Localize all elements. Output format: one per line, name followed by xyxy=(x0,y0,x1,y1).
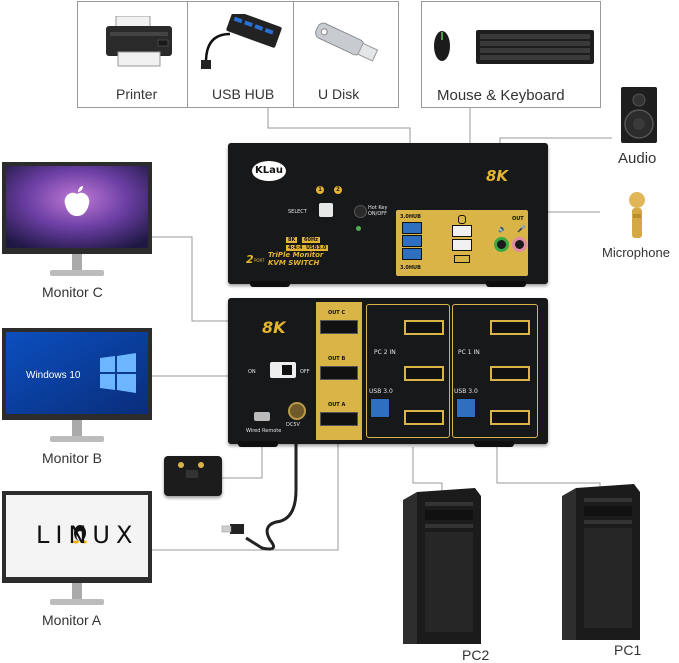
monitor-a-label: Monitor A xyxy=(42,612,102,628)
foot xyxy=(238,441,278,447)
wire-monitor-a xyxy=(152,428,339,551)
printer-label: Printer xyxy=(116,86,158,102)
pc2-hdmi-a[interactable] xyxy=(404,410,444,425)
microphone-image xyxy=(626,192,648,247)
divider xyxy=(187,1,188,108)
model-line-1: TriPle Monitor xyxy=(268,251,324,259)
usb-port-mouse[interactable] xyxy=(452,225,472,237)
keyboard-icon xyxy=(454,255,470,263)
front-8k-badge: 8K xyxy=(486,167,509,185)
pc1-tower xyxy=(562,484,642,645)
pc2-usb-b-port[interactable] xyxy=(370,398,390,418)
back-8k-badge: 8K xyxy=(262,318,286,337)
model-line-2: KVM SWITCH xyxy=(268,259,320,267)
dc-power-jack[interactable] xyxy=(288,402,306,420)
foot xyxy=(486,281,526,287)
audio-label: Audio xyxy=(618,150,657,167)
pc2-input-group xyxy=(366,304,450,438)
status-led xyxy=(356,226,361,231)
usb-hub-label-top: 3.0HUB xyxy=(400,214,421,220)
out-b-label: OUT B xyxy=(328,356,346,362)
mouse-keyboard-label: Mouse & Keyboard xyxy=(437,87,565,104)
u-disk-label: U Disk xyxy=(318,86,360,102)
usb-plug xyxy=(230,524,244,534)
pc1-in-label: PC 1 IN xyxy=(458,349,480,356)
foot xyxy=(250,281,290,287)
pc1-hdmi-c[interactable] xyxy=(490,320,530,335)
pc2-in-label: PC 2 IN xyxy=(374,349,396,356)
hdmi-out-a[interactable] xyxy=(320,412,358,426)
speaker-image xyxy=(620,86,658,149)
usb-port-keyboard[interactable] xyxy=(452,239,472,251)
kvm-front-panel: KLau 8K 1 2 SELECT Hot Key ON/OFF 8K 60H… xyxy=(228,143,548,287)
pc1-hdmi-a[interactable] xyxy=(490,410,530,425)
wired-remote-puck[interactable] xyxy=(164,456,222,496)
pc1-input-group xyxy=(452,304,538,438)
power-off-label: OFF xyxy=(300,369,310,375)
hotkey-label: Hot Key ON/OFF xyxy=(368,205,388,217)
usb3-port-2[interactable] xyxy=(402,235,422,247)
brand-logo: KLau xyxy=(252,161,286,181)
pc1-hdmi-b[interactable] xyxy=(490,366,530,381)
wire-pc2 xyxy=(412,447,443,492)
mouse-icon xyxy=(458,215,466,224)
wired-remote-port[interactable] xyxy=(254,412,270,421)
monitor-b: Windows 10 xyxy=(2,328,154,453)
foot xyxy=(474,441,514,447)
power-cable xyxy=(245,430,298,551)
microphone-label: Microphone xyxy=(602,245,670,260)
usb3-port-3[interactable] xyxy=(402,248,422,260)
usb-hub-image xyxy=(200,10,286,75)
out-c-label: OUT C xyxy=(328,310,346,316)
monitor-c xyxy=(2,162,154,285)
mic-icon: 🎤 xyxy=(517,226,526,233)
hdmi-out-b[interactable] xyxy=(320,366,358,380)
spec-444: 4:4:4 xyxy=(286,245,305,251)
mic-in-jack[interactable] xyxy=(512,237,527,252)
u-disk-image xyxy=(310,20,382,69)
power-switch[interactable] xyxy=(270,362,296,378)
select-label: SELECT xyxy=(288,209,307,215)
monitor-a: LINUX xyxy=(2,491,154,614)
power-on-label: ON xyxy=(248,369,256,375)
ports-word: PORT xyxy=(254,258,265,263)
pc2-tower xyxy=(403,488,483,649)
port-indicator-1: 1 xyxy=(316,186,324,194)
hdmi-out-c[interactable] xyxy=(320,320,358,334)
wire-pc1 xyxy=(496,447,601,488)
select-button[interactable] xyxy=(319,203,333,217)
pc2-label: PC2 xyxy=(462,647,490,663)
audio-out-label: OUT xyxy=(512,216,524,222)
linux-os-text: LINUX xyxy=(36,521,139,549)
audio-out-jack[interactable] xyxy=(494,237,509,252)
speaker-icon: 🔈 xyxy=(498,226,507,233)
pc2-hdmi-c[interactable] xyxy=(404,320,444,335)
usb3-port-1[interactable] xyxy=(402,222,422,234)
monitor-b-label: Monitor B xyxy=(42,450,102,466)
spec-60hz: 60Hz xyxy=(302,237,321,243)
windows-os-text: Windows 10 xyxy=(26,370,81,381)
pc2-usb-label: USB 3.0 xyxy=(369,388,393,395)
dc5v-label: DC5V xyxy=(286,422,300,428)
pc1-usb-label: USB 3.0 xyxy=(454,388,478,395)
wired-remote-label: Wired Remote xyxy=(246,428,282,434)
pc2-hdmi-b[interactable] xyxy=(404,366,444,381)
usb-hub-label: USB HUB xyxy=(212,86,275,102)
hotkey-button[interactable] xyxy=(354,205,367,218)
divider xyxy=(293,1,294,108)
out-a-label: OUT A xyxy=(328,402,346,408)
port-indicator-2: 2 xyxy=(334,186,342,194)
mouse-keyboard-image xyxy=(432,24,596,73)
monitor-c-label: Monitor C xyxy=(42,284,103,300)
kvm-back-panel: 8K OUT C OUT B OUT A ON OFF Wired Remote… xyxy=(228,298,548,447)
pc1-label: PC1 xyxy=(614,642,642,658)
printer-image xyxy=(102,15,178,73)
ports-count: 2 xyxy=(246,253,254,266)
usb-hub-label-bottom: 3.0HUB xyxy=(400,265,421,271)
spec-8k: 8K xyxy=(286,237,298,243)
pc1-usb-b-port[interactable] xyxy=(456,398,476,418)
spec-usb: USB3.0 xyxy=(304,245,329,251)
